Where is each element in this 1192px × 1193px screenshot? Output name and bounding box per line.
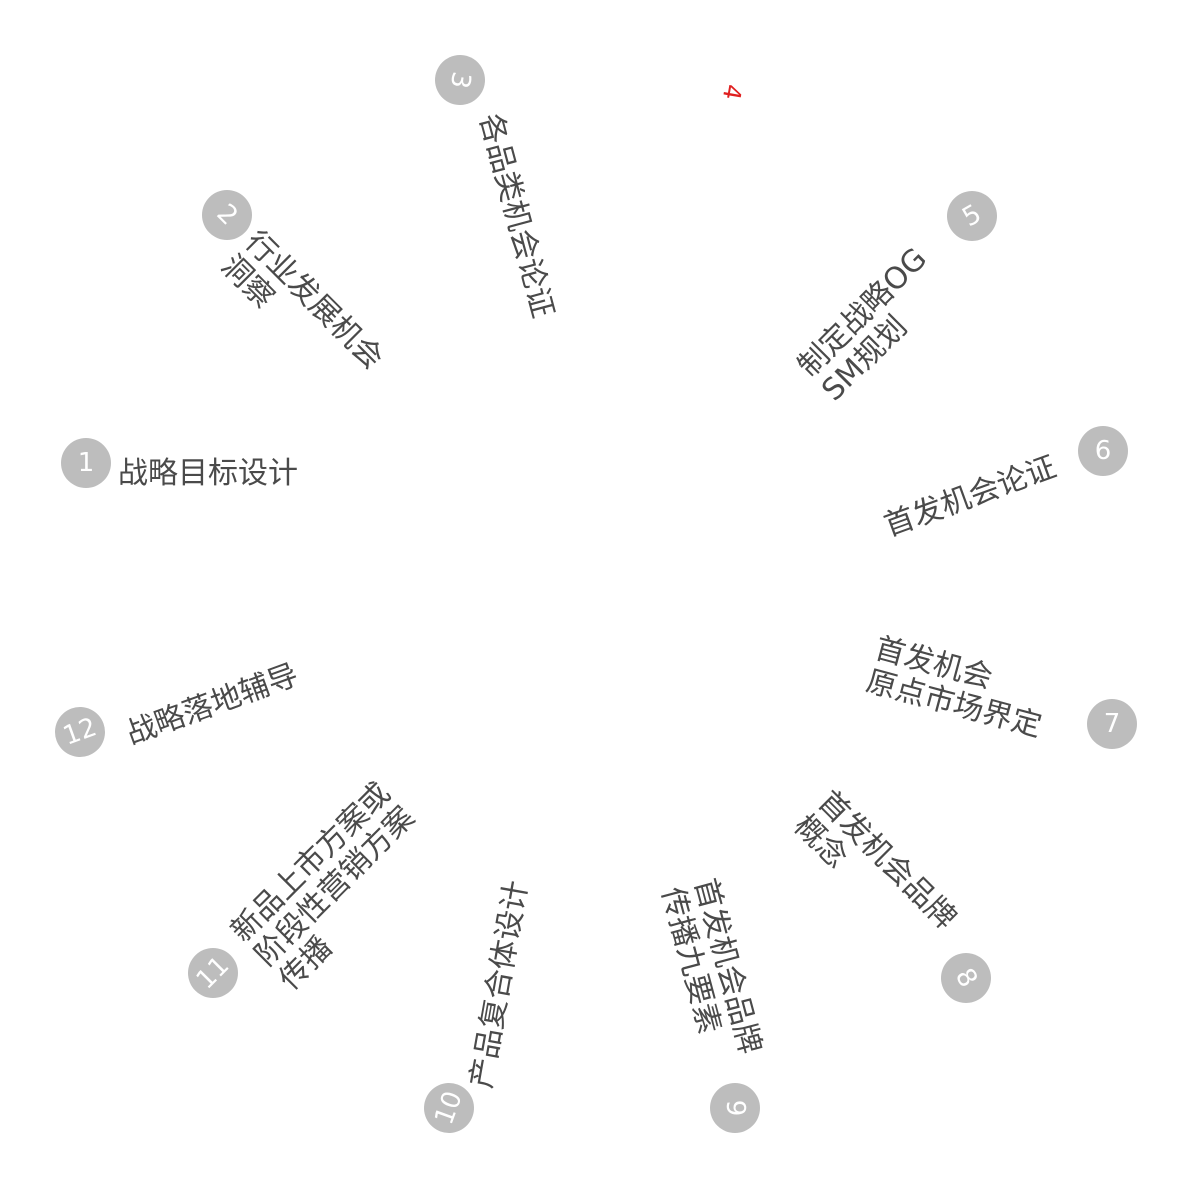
step-number-badge: 12 bbox=[47, 699, 113, 765]
step-number-badge: 6 bbox=[1078, 426, 1128, 476]
step-label: 战略落地辅导 bbox=[121, 657, 303, 752]
step-label: 行业发展机会洞察 bbox=[214, 224, 390, 400]
step-label: 首发机会原点市场界定 bbox=[862, 631, 1053, 744]
step-label: 各品类机会论证 bbox=[472, 109, 561, 322]
step-label: 首发机会品牌传播九要素 bbox=[654, 875, 767, 1066]
step-label-line: 战略落地辅导 bbox=[121, 657, 303, 752]
step-number-badge: 7 bbox=[1087, 699, 1137, 749]
step-label-line: 首发机会论证 bbox=[879, 449, 1061, 544]
step-label: 新品上市方案或阶段性营销方案传播 bbox=[224, 776, 446, 997]
step-number-badge: 3 bbox=[431, 51, 489, 109]
step-number-badge: 11 bbox=[177, 937, 249, 1009]
step-label-line: 各品类机会论证 bbox=[472, 109, 561, 322]
step-label: 产品复合体设计 bbox=[464, 878, 535, 1091]
step-label: 首发机会品牌概念 bbox=[787, 784, 963, 960]
step-number-badge: 5 bbox=[937, 181, 1007, 251]
step-label-line: 战略目标设计 bbox=[118, 456, 298, 491]
step-label-line: 产品复合体设计 bbox=[464, 878, 535, 1091]
step-number-badge: 8 bbox=[931, 943, 1001, 1013]
step-number-badge: 1 bbox=[61, 438, 111, 488]
step-label: 首发机会论证 bbox=[879, 449, 1061, 544]
step-label: 战略目标设计 bbox=[118, 457, 298, 491]
step-number-badge: 4 bbox=[716, 82, 748, 102]
step-number-badge: 9 bbox=[710, 1083, 760, 1133]
